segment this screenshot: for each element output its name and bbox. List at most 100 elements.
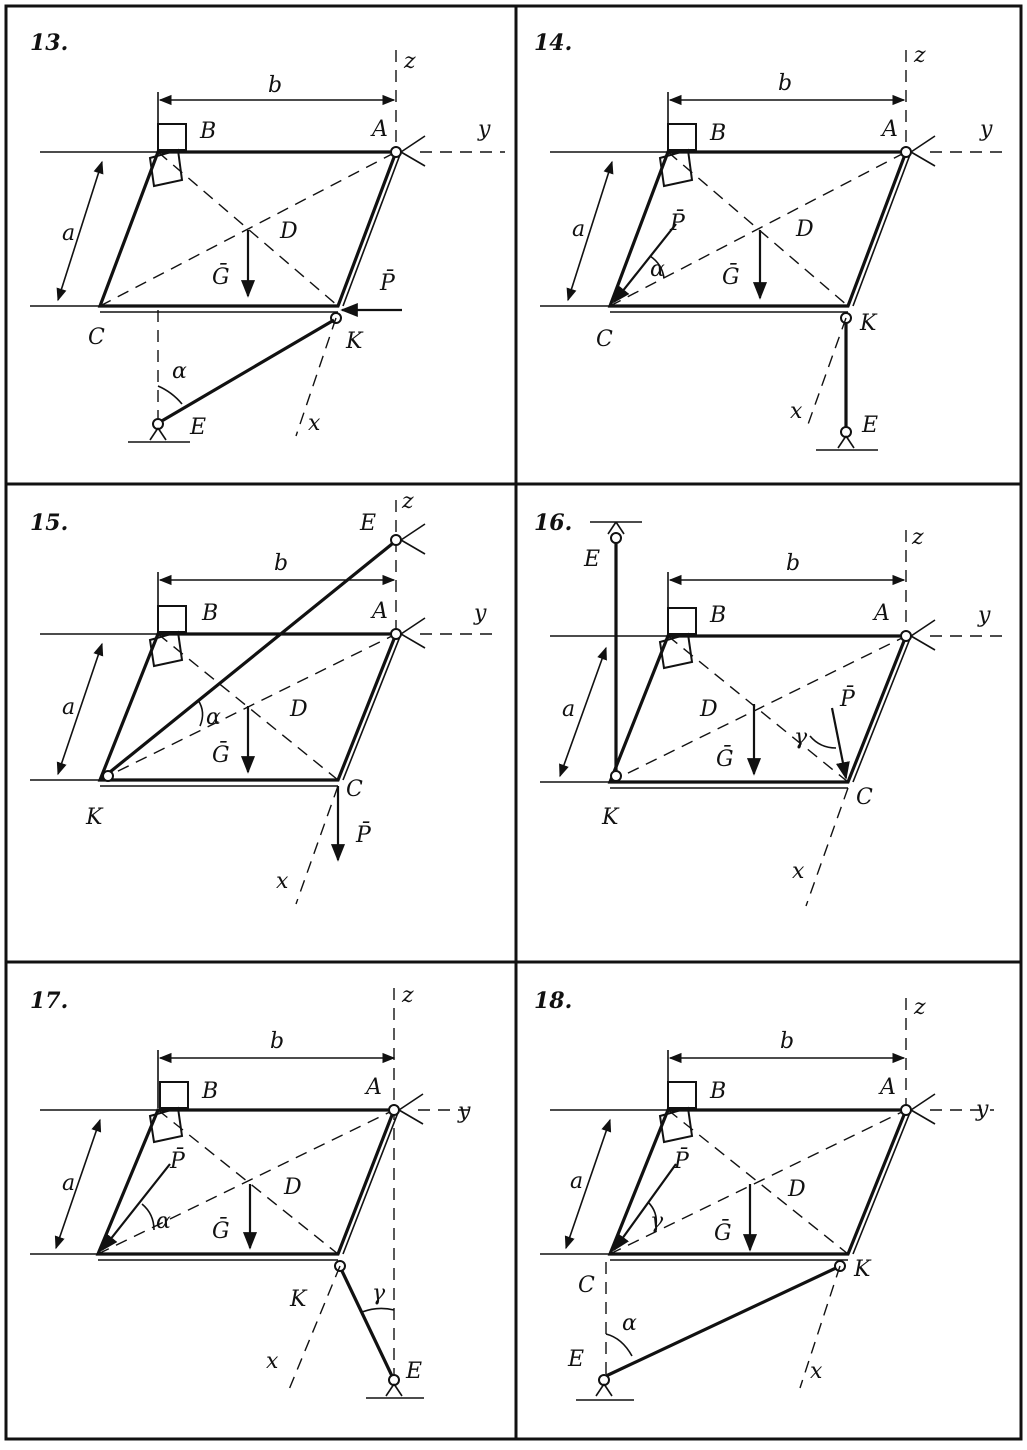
- angle2-label: γ: [372, 1281, 386, 1306]
- dim-a-label: a: [562, 697, 575, 722]
- point-K-label: K: [85, 805, 104, 830]
- point-D-label: D: [795, 217, 814, 242]
- point-K-label: K: [853, 1257, 872, 1282]
- force-P-label: P̄: [379, 269, 396, 296]
- point-E-label: E: [189, 415, 206, 440]
- point-E-label: E: [359, 511, 376, 536]
- point-A-label: A: [872, 601, 890, 626]
- panel-number: 15.: [30, 510, 68, 536]
- point-A-label: A: [370, 599, 388, 624]
- angle-label: α: [622, 1311, 637, 1336]
- point-B-label: B: [709, 1079, 726, 1104]
- point-E-label: E: [567, 1347, 584, 1372]
- gravity-G-label: Ḡ: [714, 1219, 732, 1246]
- angle-label: α: [206, 705, 221, 730]
- force-P-label: P̄: [355, 821, 372, 848]
- angle-label: α: [650, 257, 665, 282]
- force-P-label: P̄: [169, 1147, 186, 1174]
- angle-label: γ: [794, 725, 808, 750]
- axis-y-label: y: [477, 117, 491, 142]
- axis-z-label: z: [403, 49, 416, 74]
- axis-x-label: x: [276, 869, 289, 894]
- point-C-label: C: [346, 777, 363, 802]
- point-A-label: A: [878, 1075, 896, 1100]
- gravity-G-label: Ḡ: [722, 263, 740, 290]
- axis-y-label: y: [457, 1099, 471, 1124]
- force-P-label: P̄: [839, 685, 856, 712]
- point-D-label: D: [787, 1177, 806, 1202]
- dim-a-label: a: [62, 695, 75, 720]
- axis-x-label: x: [790, 399, 803, 424]
- point-K-label: K: [289, 1287, 308, 1312]
- point-C-label: C: [88, 325, 105, 350]
- dim-b-label: b: [780, 1029, 794, 1054]
- panel-17: 17. b z y B A a P̄ α D Ḡ K γ: [30, 983, 478, 1399]
- dim-a-label: a: [62, 1171, 75, 1196]
- panel-grid: [4, 4, 1023, 1441]
- dim-b-label: b: [268, 73, 282, 98]
- axis-z-label: z: [911, 525, 924, 550]
- panel-16: 16. E b z y B A a D Ḡ P̄ γ: [534, 510, 1010, 907]
- force-P-label: P̄: [673, 1147, 690, 1174]
- dim-b-label: b: [274, 551, 288, 576]
- point-C-label: C: [856, 785, 873, 810]
- angle-label: α: [156, 1209, 171, 1234]
- dim-a-label: a: [572, 217, 585, 242]
- axis-y-label: y: [977, 603, 991, 628]
- point-C-label: C: [596, 327, 613, 352]
- force-P-label: P̄: [669, 209, 686, 236]
- point-A-label: A: [880, 117, 898, 142]
- gravity-G-label: Ḡ: [716, 745, 734, 772]
- point-K-label: K: [859, 311, 878, 336]
- point-A-label: A: [364, 1075, 382, 1100]
- dim-b-label: b: [778, 71, 792, 96]
- axis-z-label: z: [913, 995, 926, 1020]
- gravity-G-label: Ḡ: [212, 263, 230, 290]
- panel-15: 15. b z y B A E a α D Ḡ K C: [30, 489, 500, 905]
- dim-a-label: a: [570, 1169, 583, 1194]
- axis-z-label: z: [913, 43, 926, 68]
- angle-label: α: [172, 359, 187, 384]
- point-E-label: E: [861, 413, 878, 438]
- axis-y-label: y: [975, 1097, 989, 1122]
- point-A-label: A: [370, 117, 388, 142]
- point-B-label: B: [201, 1079, 218, 1104]
- angle2-label: γ: [650, 1209, 664, 1234]
- panel-number: 16.: [534, 510, 572, 536]
- point-B-label: B: [199, 119, 216, 144]
- point-D-label: D: [699, 697, 718, 722]
- point-E-label: E: [583, 547, 600, 572]
- point-K-label: K: [601, 805, 620, 830]
- point-D-label: D: [283, 1175, 302, 1200]
- axis-y-label: y: [473, 601, 487, 626]
- panel-number: 13.: [30, 30, 68, 56]
- point-D-label: D: [279, 219, 298, 244]
- dim-a-label: a: [62, 221, 75, 246]
- dim-b-label: b: [270, 1029, 284, 1054]
- dim-b-label: b: [786, 551, 800, 576]
- point-C-label: C: [578, 1273, 595, 1298]
- panel-13: 13. b z y B A a D Ḡ: [30, 30, 505, 443]
- panel-18: 18. b z y B A a P̄ γ D Ḡ C K: [534, 988, 994, 1401]
- panel-number: 14.: [534, 30, 572, 56]
- gravity-G-label: Ḡ: [212, 1217, 230, 1244]
- axis-x-label: x: [308, 411, 321, 436]
- axis-x-label: x: [266, 1349, 279, 1374]
- point-K-label: K: [345, 329, 364, 354]
- panel-number: 17.: [30, 988, 68, 1014]
- axis-x-label: x: [810, 1359, 823, 1384]
- panel-14: 14. b z y B A a D Ḡ P̄ α C K: [534, 30, 1010, 451]
- axis-y-label: y: [979, 117, 993, 142]
- point-B-label: B: [201, 601, 218, 626]
- point-E-label: E: [405, 1359, 422, 1384]
- axis-z-label: z: [401, 983, 414, 1008]
- panel-number: 18.: [534, 988, 572, 1014]
- point-B-label: B: [709, 603, 726, 628]
- axis-z-label: z: [401, 489, 414, 514]
- point-D-label: D: [289, 697, 308, 722]
- axis-x-label: x: [792, 859, 805, 884]
- point-B-label: B: [709, 121, 726, 146]
- gravity-G-label: Ḡ: [212, 741, 230, 768]
